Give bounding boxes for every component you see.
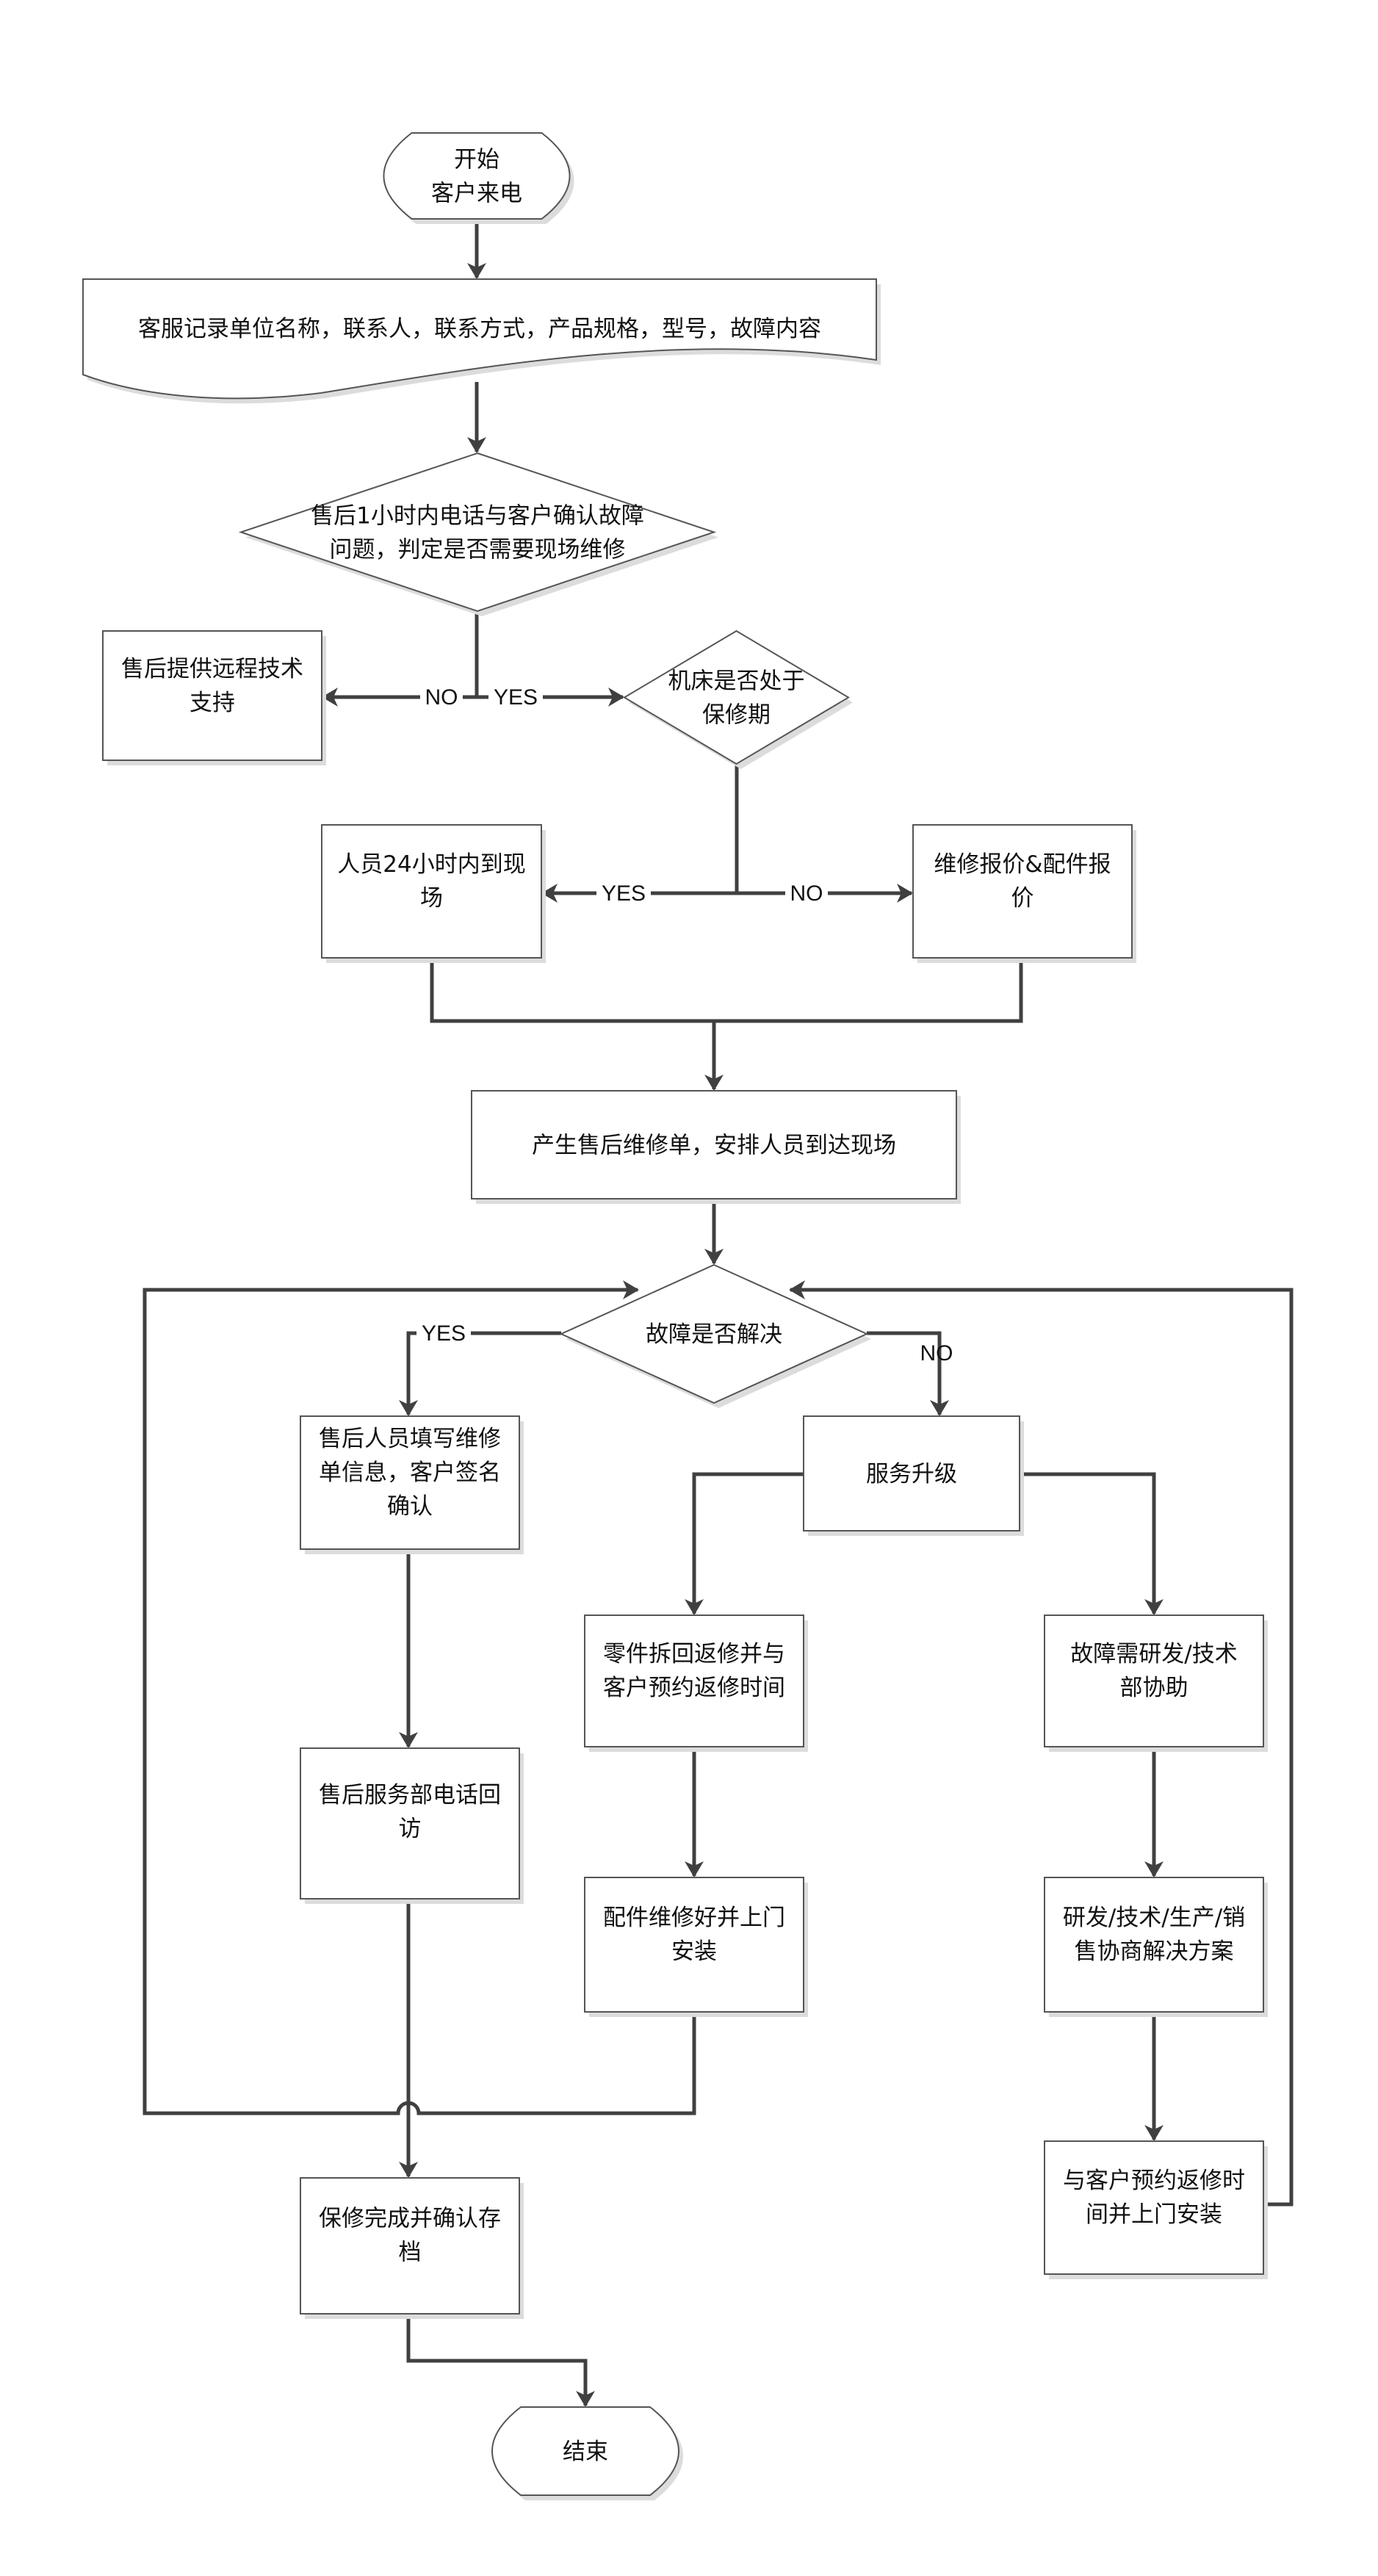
node-shape-process — [803, 1415, 1020, 1531]
node-text: 客户预约返修时间 — [603, 1675, 785, 1701]
connector-resolved-yes — [399, 1331, 561, 1416]
connector-merge — [430, 958, 1023, 1023]
connector-install-loop — [143, 1280, 696, 2115]
connector-upgrade-rd — [1020, 1472, 1164, 1615]
node-shape-process — [1044, 1614, 1264, 1747]
node-text: 安装 — [671, 1938, 717, 1965]
node-text: 人员24小时内到现 — [337, 851, 525, 878]
label-warranty-yes: YES — [602, 881, 646, 906]
node-text: 支持 — [190, 690, 235, 716]
node-shape-process — [300, 2177, 520, 2315]
node-text: 间并上门安装 — [1086, 2201, 1222, 2228]
node-text: 售后提供远程技术 — [121, 656, 303, 682]
node-record: 客服记录单位名称，联系人，联系方式，产品规格，型号，故障内容 — [82, 278, 881, 404]
node-shape-process — [1044, 2140, 1264, 2275]
node-shape-process — [1044, 1877, 1264, 2013]
node-text: 访 — [399, 1816, 422, 1842]
node-text: 维修报价&配件报 — [934, 851, 1111, 878]
node-text: 售后1小时内电话与客户确认故障 — [311, 503, 644, 530]
node-text: 售后人员填写维修 — [319, 1426, 501, 1452]
node-text: 部协助 — [1120, 1675, 1188, 1701]
node-upgrade: 服务升级 — [803, 1415, 1024, 1536]
node-text: 与客户预约返修时 — [1063, 2168, 1245, 2194]
node-text: 售协商解决方案 — [1075, 1938, 1234, 1965]
node-text: 确认 — [387, 1493, 433, 1520]
node-shape-terminal — [491, 2406, 679, 2496]
node-text: 售后服务部电话回 — [319, 1782, 501, 1808]
label-resolved-no: NO — [920, 1341, 953, 1365]
node-shape-process — [912, 824, 1133, 959]
label-warranty-no: NO — [790, 881, 823, 906]
node-shape-decision — [559, 1263, 869, 1404]
label-confirm-yes: YES — [494, 685, 538, 710]
connector-archive-end — [406, 2314, 595, 2407]
nodes: 开始客户来电客服记录单位名称，联系人，联系方式，产品规格，型号，故障内容售后1小… — [82, 132, 1268, 2500]
connector-appointment-loop — [789, 1280, 1294, 2207]
node-shape-process — [584, 1614, 804, 1747]
node-shape-process — [102, 630, 322, 761]
node-text: 配件维修好并上门 — [603, 1905, 785, 1931]
node-shape-process — [584, 1877, 804, 2013]
node-text: 价 — [1011, 885, 1034, 912]
node-text: 服务升级 — [866, 1461, 957, 1487]
node-text: 故障需研发/技术 — [1070, 1641, 1237, 1667]
node-text: 客户来电 — [431, 181, 522, 207]
node-end: 结束 — [491, 2406, 683, 2500]
branch-labels: NO YES YES NO YES NO — [416, 683, 953, 1365]
node-text: 保修完成并确认存 — [319, 2206, 501, 2232]
connector-upgrade-parts — [685, 1472, 804, 1615]
node-text: 产生售后维修单，安排人员到达现场 — [532, 1133, 896, 1159]
node-text: 开始 — [454, 147, 499, 173]
node-shape-terminal — [383, 132, 571, 220]
connector-resolved-no — [867, 1331, 949, 1416]
connectors — [143, 219, 1294, 2407]
node-text: 结束 — [563, 2439, 608, 2465]
node-text: 故障是否解决 — [646, 1321, 782, 1348]
node-text: 机床是否处于 — [668, 668, 805, 695]
node-text: 客服记录单位名称，联系人，联系方式，产品规格，型号，故障内容 — [138, 316, 821, 342]
node-text: 场 — [420, 885, 443, 912]
node-text: 零件拆回返修并与 — [603, 1641, 785, 1667]
label-resolved-yes: YES — [422, 1321, 466, 1346]
node-text: 档 — [399, 2240, 422, 2266]
node-shape-process — [300, 1747, 520, 1899]
node-text: 单信息，客户签名 — [319, 1460, 501, 1486]
node-workorder: 产生售后维修单，安排人员到达现场 — [471, 1090, 961, 1204]
node-shape-decision — [623, 629, 850, 765]
node-shape-decision — [238, 452, 717, 613]
node-resolved: 故障是否解决 — [559, 1263, 871, 1408]
node-shape-process — [300, 1415, 520, 1550]
node-text: 保修期 — [702, 702, 771, 729]
label-confirm-no: NO — [425, 685, 458, 710]
node-text: 研发/技术/生产/销 — [1063, 1905, 1245, 1931]
node-text: 问题，判定是否需要现场维修 — [330, 537, 626, 563]
node-shape-process — [321, 824, 542, 959]
node-shape-process — [471, 1090, 957, 1199]
node-shape-document — [82, 278, 877, 400]
